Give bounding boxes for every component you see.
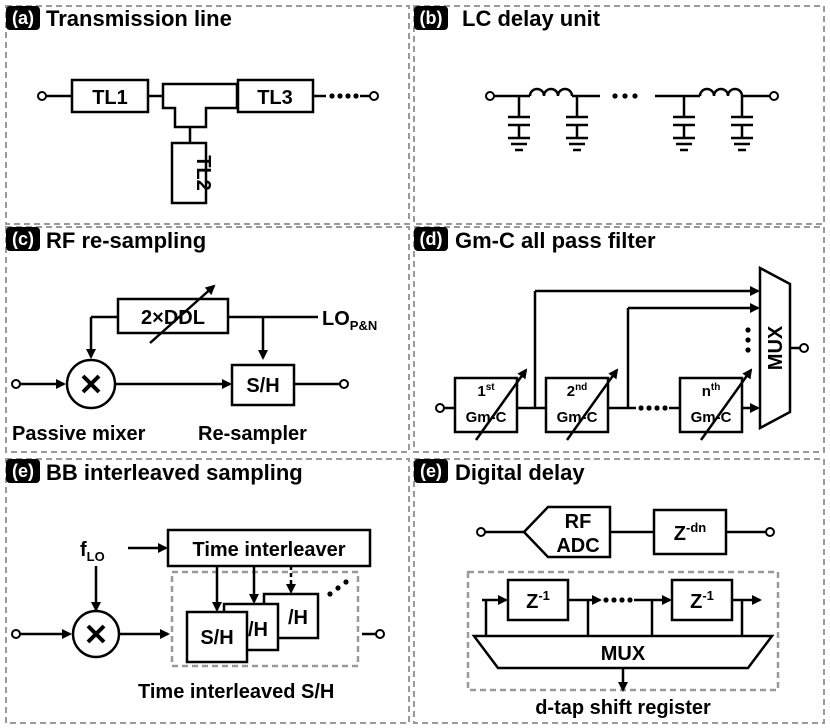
lc-ladder-right: [655, 87, 779, 152]
time-interleaver-box: [166, 528, 372, 568]
panel-b-tag: (b): [420, 8, 443, 28]
panel-frames: [5, 5, 825, 724]
gmc-stage-1: [453, 376, 519, 434]
panel-d-tag-bg: [414, 227, 448, 251]
ellipsis-a: [329, 93, 359, 99]
panel-c-tag: (c): [12, 229, 34, 249]
lo-label: LOP&N: [322, 308, 377, 333]
gmc-stage-2: [544, 376, 610, 434]
sh-box-3-label: /H: [288, 607, 308, 629]
sh-box-1: [185, 610, 249, 664]
passive-mixer-caption: Passive mixer: [12, 423, 146, 445]
panel-c-title: RF re-sampling: [46, 228, 206, 253]
panel-f-title: Digital delay: [455, 460, 585, 485]
rf-adc-line1: RF: [565, 511, 592, 533]
ddl-label: 2×DDL: [141, 307, 205, 329]
panel-a-title: Transmission line: [46, 6, 232, 31]
port-out-d: [799, 343, 809, 353]
port-out-a: [369, 91, 379, 101]
panel-b-tag-bg: [414, 6, 448, 30]
port-in-e: [11, 629, 21, 639]
tl1-box: [70, 78, 150, 114]
port-out-b: [769, 91, 779, 101]
z1-box-2-label: Z-1: [690, 588, 714, 613]
panel-c: (c) RF re-sampling 2×DDL LOP&N S/H Passi…: [6, 227, 377, 445]
shift-register-caption: d-tap shift register: [535, 697, 711, 719]
panel-b-frame: [413, 5, 825, 225]
tl2-box: [170, 141, 208, 205]
tee-junction: [161, 82, 239, 129]
gmc-stage-n-ordinal: nth: [702, 382, 721, 400]
tl3-label: TL3: [257, 87, 293, 109]
lc-ladder-left: [485, 87, 600, 152]
panel-e-title: BB interleaved sampling: [46, 460, 303, 485]
inductor-1: [528, 87, 574, 97]
panel-d-tag: (d): [420, 229, 443, 249]
time-interleaved-sh-caption: Time interleaved S/H: [138, 681, 334, 703]
gmc-stage-1-ordinal: 1st: [477, 382, 495, 400]
ellipsis-f: [603, 597, 633, 603]
gmc-stage-2-name: Gm-C: [557, 409, 598, 426]
ellipsis-d: [638, 405, 668, 411]
z1-box-1-label: Z-1: [526, 588, 550, 613]
time-interleaver-label: Time interleaver: [192, 539, 345, 561]
gmc-stage-n-name: Gm-C: [691, 409, 732, 426]
z1-box-2: [670, 578, 734, 622]
gmc-stage-2-ordinal: 2nd: [567, 382, 588, 400]
ellipsis-d-vertical: [745, 327, 751, 353]
sh-box-1-label: S/H: [200, 627, 233, 649]
port-in-a: [37, 91, 47, 101]
panel-f: (e) Digital delay RF ADC Z-dn Z-1 Z-1: [414, 459, 780, 719]
mux-d-label: MUX: [765, 325, 787, 370]
gmc-stage-n: [678, 376, 744, 434]
z1-box-1: [506, 578, 570, 622]
panel-f-frame: [413, 458, 825, 724]
panel-c-frame: [5, 226, 410, 453]
ellipsis-e: [327, 579, 349, 597]
panel-d-title: Gm-C all pass filter: [455, 228, 656, 253]
tl3-box: [236, 78, 315, 114]
port-in-f: [476, 527, 486, 537]
panel-a: (a) Transmission line TL1 TL3 TL2: [6, 6, 379, 205]
panel-b-title: LC delay unit: [462, 6, 601, 31]
inductor-2: [698, 87, 744, 97]
panel-e-frame: [5, 458, 410, 724]
sh-group-frame: [170, 570, 360, 668]
panel-a-frame: [5, 5, 410, 225]
tl1-label: TL1: [92, 87, 128, 109]
flo-label: fLO: [80, 539, 105, 564]
port-out-c: [339, 379, 349, 389]
mixer-e: [71, 609, 121, 659]
panel-e-tag-bg: [6, 459, 40, 483]
mux-d: [758, 265, 792, 431]
port-in-c: [11, 379, 21, 389]
port-in-d: [435, 403, 445, 413]
mux-f-label: MUX: [601, 643, 646, 665]
mux-f: [471, 634, 775, 670]
sh-box-2-label: /H: [248, 619, 268, 641]
panel-a-tag: (a): [12, 8, 34, 28]
panel-e-tag: (e): [12, 461, 34, 481]
port-out-e: [375, 629, 385, 639]
panel-c-tag-bg: [6, 227, 40, 251]
ellipsis-b: [612, 93, 638, 99]
rf-adc-line2: ADC: [556, 535, 599, 557]
resampler-caption: Re-sampler: [198, 423, 307, 445]
z-dn-label: Z-dn: [674, 520, 706, 545]
tunable-arrow: [149, 284, 216, 344]
panel-a-tag-bg: [6, 6, 40, 30]
panel-f-tag: (e): [420, 461, 442, 481]
gmc-stage-1-name: Gm-C: [466, 409, 507, 426]
port-in-b: [485, 91, 495, 101]
panel-f-tag-bg: [414, 459, 448, 483]
panel-b: (b) LC delay unit: [414, 6, 779, 152]
panel-e: (e) BB interleaved sampling fLO Time int…: [6, 459, 385, 703]
panel-d: (d) Gm-C all pass filter MUX 1st Gm-C 2n…: [414, 227, 809, 441]
tl2-label: TL2: [192, 155, 214, 191]
port-out-f: [765, 527, 775, 537]
panel-d-frame: [413, 226, 825, 453]
mixer-c: [65, 358, 117, 410]
sh-label-c: S/H: [246, 375, 279, 397]
